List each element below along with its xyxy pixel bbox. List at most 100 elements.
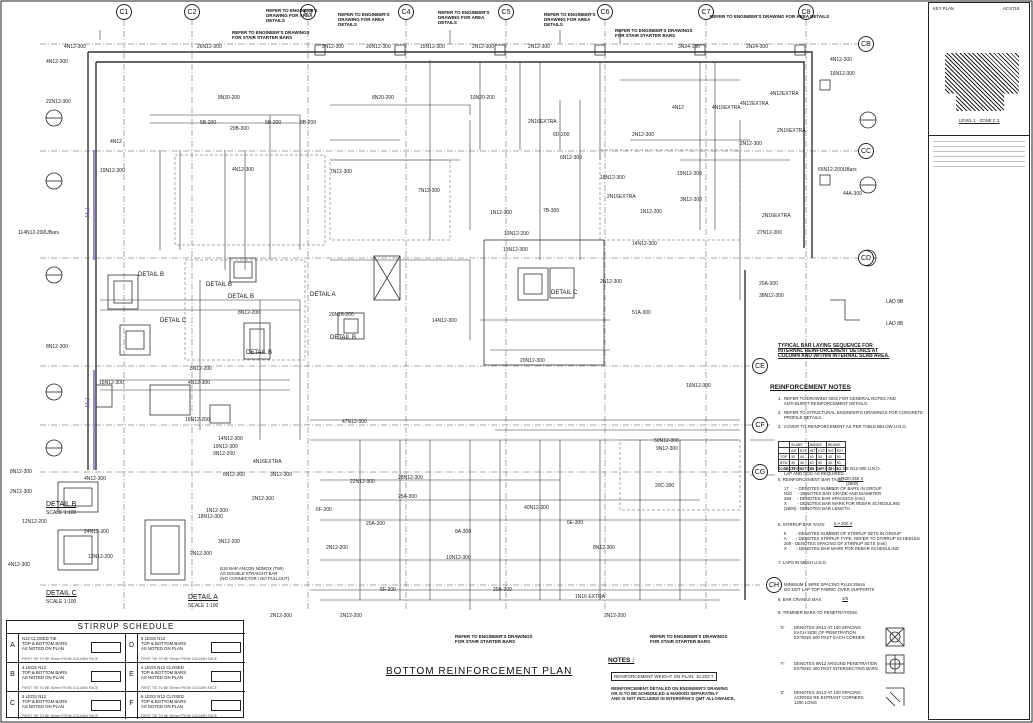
ma-label: M.J <box>85 397 92 408</box>
stirrup-type-f: F 6 LEGS N12 CLOSED TOP & BOTTOM BARS AS… <box>126 691 245 719</box>
bar-label: 2N12-300 <box>472 44 494 50</box>
bar-label: 7N12-300 <box>418 188 440 194</box>
bar-label: 3N12-200 <box>218 539 240 545</box>
bar-label: 20N12-300 <box>520 358 545 364</box>
ancon-note: AS DOUBLE STRAIGHT BAR <box>220 571 278 576</box>
bar-label: 16N12-300 <box>830 71 855 77</box>
key-plan-label: KEY PLAN <box>933 6 954 11</box>
detail-label: DETAIL A <box>310 292 336 298</box>
bar-label: 14N12-300 <box>432 318 457 324</box>
bar-label: 2N16EXTRA <box>762 213 791 219</box>
bar-label: 18N12-300 <box>198 514 223 520</box>
bar-label: 2N12-300 <box>528 44 550 50</box>
bar-label: 9N12-200 <box>213 451 235 457</box>
bar-label: 4N12EXTRA <box>740 101 769 107</box>
bar-label: 18N12-300 <box>600 175 625 181</box>
detail-label: DETAIL B <box>330 335 357 341</box>
grid-bubble-c2: C2 <box>184 4 200 20</box>
grid-bubble-c4: C4 <box>398 4 414 20</box>
grid-bubble-cf: CF <box>752 417 768 433</box>
note-item: 9. TRIMMER BARS TO PENETRATIONS. <box>778 610 859 615</box>
bar-label: 2N16EXTRA <box>607 194 636 200</box>
bar-label: 40N12-300 <box>524 505 549 511</box>
stirrup-desc: 6 LEGS N12 TOP & BOTTOM BARS AS NOTED ON… <box>22 694 68 709</box>
grid-bubble-ch: CH <box>766 577 782 593</box>
ma-label: M.J <box>85 207 92 218</box>
bar-label: 22N12-300 <box>350 479 375 485</box>
engineer-drawing-note: REINFORCEMENT DETAILED ON ENGINEER'S DRA… <box>611 686 735 701</box>
bar-label: 2N12-200 <box>604 613 626 619</box>
engineer-ref: REFER TO ENGINEER'S DRAWING FOR AREA DET… <box>266 8 318 23</box>
stirrup-foot: FIRST TIE TO BE 50mm FROM COLUMN FACE <box>22 686 98 690</box>
grid-bubble-c6: C6 <box>597 4 613 20</box>
detail-label: DETAIL B <box>228 294 255 300</box>
bar-label: 20A-200 <box>366 521 385 527</box>
bar-tag-length: (2800) <box>846 481 859 486</box>
bar-label: 8N12-200 <box>190 366 212 372</box>
six-leg-stirrup-icon <box>211 642 241 653</box>
engineer-ref: REFER TO ENGINEER'S DRAWINGS FOR STAIR S… <box>232 30 310 40</box>
bar-label: 22N12-300 <box>46 99 71 105</box>
detail-label: DETAIL C <box>551 290 578 296</box>
note-item: 1. REFER TO DRAWING 0001 FOR GENERAL NOT… <box>778 396 896 406</box>
detail-label: DETAIL B <box>46 501 77 508</box>
bar-label: 1N12-200 <box>640 209 662 215</box>
stirrup-schedule: STIRRUP SCHEDULE A N12 CLOSED TIE TOP & … <box>6 620 245 719</box>
ancon-note: (NO CONNECTOR / NO PULLOUT) <box>220 576 290 581</box>
detail-scale: SCALE 1:100 <box>46 599 77 605</box>
zone-label: LEVEL 1 - ZONE C 3 <box>959 118 1000 123</box>
bar-label: 8N12-300 <box>46 344 68 350</box>
stirrup-type-b: B 4 LEGS N12 TOP & BOTTOM BARS AS NOTED … <box>7 662 126 691</box>
bar-label: 38N12-300 <box>759 293 784 299</box>
bar-label: 1N12-200 <box>490 210 512 216</box>
bar-label: 2N12-300 <box>740 141 762 147</box>
bar-label: 2N16EXTRA <box>528 119 557 125</box>
stirrup-key: C <box>7 692 19 719</box>
bar-label: 4N12 <box>110 139 122 145</box>
drawing-number: ACST18 <box>1003 6 1020 11</box>
bar-label: 15N12-300 <box>420 44 445 50</box>
trimmer-key: 'Z' <box>780 690 785 695</box>
bar-label: 16N12-300 <box>686 383 711 389</box>
bar-label: 2N12-300 <box>600 279 622 285</box>
bar-label: 51A-300 <box>632 310 651 316</box>
detail-scale: SCALE 1:100 <box>188 603 219 609</box>
bar-label: 1N12-300 <box>206 508 228 514</box>
stirrup-desc: 4 LEGS N12 CLOSED TOP & BOTTOM BARS AS N… <box>141 665 187 680</box>
stirrup-desc: 4 LEGS N12 TOP & BOTTOM BARS AS NOTED ON… <box>22 665 68 680</box>
bar-label: 3N12-300 <box>680 197 702 203</box>
note-item: 5. REINFORCEMENT BAR TAGS: <box>778 477 844 482</box>
grid-bubble-cg: CG <box>752 464 768 480</box>
stirrup-key: D <box>126 634 138 662</box>
bar-label: 4N16EXTRA <box>253 459 282 465</box>
stirrup-key: B <box>7 663 19 691</box>
bar-label: 12N12-200 <box>88 554 113 560</box>
cover-cell: 50 <box>834 465 846 472</box>
closed-tie-icon <box>91 642 121 653</box>
grid-bubble-c1: C1 <box>116 4 132 20</box>
bar-label: 4N12 <box>672 105 684 111</box>
bar-label: 6D-200 <box>553 132 570 138</box>
engineer-ref: REFER TO ENGINEER'S DRAWING FOR AREA DET… <box>710 14 830 19</box>
bar-label: 25A-300 <box>398 494 417 500</box>
bar-label: 50N12-300 <box>654 438 679 444</box>
cover-cell: SIDE <box>777 465 791 472</box>
plan-title: BOTTOM REINFORCEMENT PLAN <box>386 666 573 677</box>
bar-label: 8N12-200 <box>238 310 260 316</box>
engineer-ref: REFER TO ENGINEER'S DRAWING FOR AREA DET… <box>338 12 390 27</box>
bar-label: 16N12-200 <box>185 417 210 423</box>
bar-label: 2N16EXTRA <box>777 128 806 134</box>
bar-label: 8N12-300 <box>10 469 32 475</box>
note-item: 8. BAR CRANKS MAX <box>778 597 822 602</box>
grid-bubble-ce: CE <box>752 358 768 374</box>
bar-label: 2N12-200 <box>340 613 362 619</box>
bar-label: 5B-200 <box>265 120 282 126</box>
bar-label: 6N12-300 <box>560 155 582 161</box>
bar-label: 6F-200 <box>380 587 396 593</box>
note-item: 17 - DENOTES NUMBER OF BARS IN GROUP N20… <box>783 486 901 511</box>
bar-label: 7B-300 <box>543 208 560 214</box>
mesh-lap-note: MINIMUM 1 WIRE SPACING PLUS 25mm DO NOT … <box>784 582 875 592</box>
bar-label: 19N12-300 <box>100 168 125 174</box>
